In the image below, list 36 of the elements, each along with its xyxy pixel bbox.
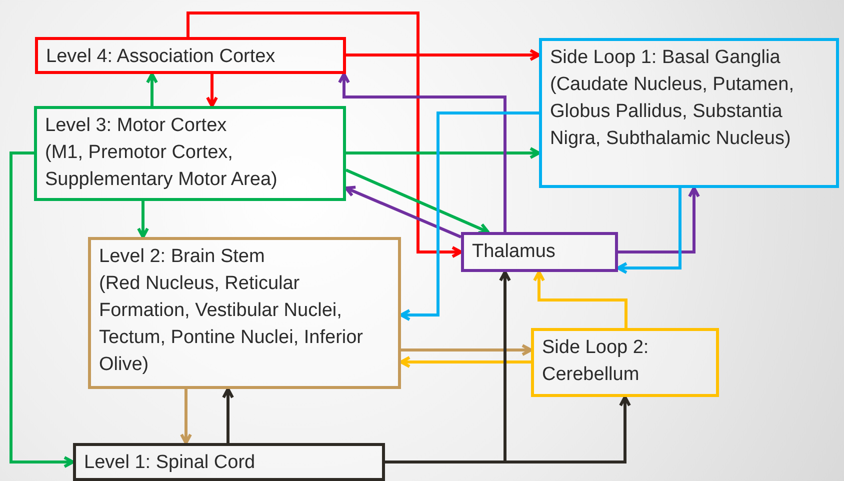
process-box xyxy=(531,328,719,397)
arrow xyxy=(344,186,462,238)
arrow xyxy=(222,388,234,443)
process-box xyxy=(88,237,401,389)
process-box xyxy=(73,443,385,481)
arrow xyxy=(10,152,74,468)
arrow xyxy=(533,270,628,328)
arrow xyxy=(338,72,506,232)
box-heading: Level 2: Brain Stem xyxy=(99,245,266,269)
box-heading: Side Loop 1: Basal Ganglia xyxy=(550,46,782,70)
box-heading: Level 1: Spinal Cord xyxy=(84,451,256,475)
arrow xyxy=(180,389,192,444)
box-text: (Red Nucleus, Reticular Formation, Vestibular Nuclei, Tectum, Pontine Nuclei, Inferior Olive) xyxy=(99,272,364,377)
arrow xyxy=(346,49,540,61)
arrow xyxy=(400,112,539,321)
box-heading: Level 3: Motor Cortex xyxy=(45,114,228,138)
arrow xyxy=(146,72,158,106)
arrow xyxy=(616,188,682,274)
box-text: (M1, Premotor Cortex, Supplementary Motor Area) xyxy=(45,141,278,192)
process-box xyxy=(461,232,618,272)
arrow xyxy=(400,356,531,368)
box-text: (Caudate Nucleus, Putamen, Globus Pallidus, Substantia Nigra, Subthalamic Nucleus) xyxy=(550,73,795,151)
arrow xyxy=(345,168,490,234)
process-box xyxy=(34,106,346,201)
box-heading: Level 4: Association Cortex xyxy=(46,45,276,69)
arrow xyxy=(618,186,700,254)
arrow xyxy=(346,147,540,159)
arrow xyxy=(186,12,462,258)
box-heading: Thalamus xyxy=(472,240,556,264)
arrow xyxy=(137,201,149,238)
arrow xyxy=(401,344,532,356)
arrow xyxy=(385,396,631,464)
arrow xyxy=(206,74,218,108)
process-box xyxy=(539,38,839,188)
box-heading: Side Loop 2: Cerebellum xyxy=(542,336,650,387)
process-box xyxy=(35,37,346,74)
